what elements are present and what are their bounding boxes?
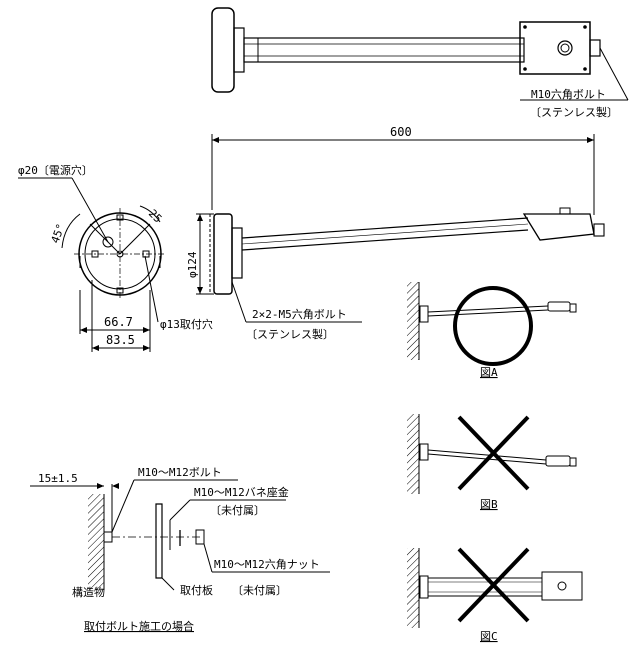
- nut-note: 〔未付属〕: [232, 584, 287, 597]
- dim-667-label: 66.7: [104, 315, 133, 329]
- bolt-top-note: 〔ステンレス製〕: [530, 105, 618, 119]
- plate-label: 取付板: [180, 583, 213, 597]
- bolt-m5-label: 2×2-M5六角ボルト: [252, 308, 347, 321]
- figure-a: [407, 282, 577, 366]
- bolt-m5-note: 〔ステンレス製〕: [246, 327, 334, 341]
- front-view: [18, 177, 166, 352]
- dia-124-label: φ124: [186, 251, 199, 278]
- ok-circle-mark: [453, 286, 533, 366]
- length-label: 600: [390, 125, 412, 139]
- bolt-top-label: M10六角ボルト: [531, 88, 606, 101]
- length-dimension: [211, 134, 595, 215]
- fig-b-label: 図B: [480, 498, 498, 511]
- power-hole-label: φ20〔電源穴〕: [18, 163, 93, 177]
- side-view: [196, 207, 605, 295]
- washer-label: M10～M12バネ座金: [194, 485, 289, 499]
- top-view: [211, 7, 629, 101]
- nut-label: M10～M12六角ナット: [214, 558, 320, 571]
- angle-45-label: 45°: [49, 222, 68, 245]
- figure-b: [407, 414, 577, 494]
- section-title: 取付ボルト施工の場合: [84, 619, 194, 633]
- gap-label: 15±1.5: [38, 472, 78, 485]
- dim-835-label: 83.5: [106, 333, 135, 347]
- fig-c-label: 図C: [480, 630, 498, 643]
- figure-c: [407, 547, 583, 628]
- bolt-m12-label: M10～M12ボルト: [138, 466, 222, 479]
- bolt-detail: [30, 479, 330, 591]
- structure-label: 構造物: [72, 585, 105, 599]
- hole-13-label: φ13取付穴: [160, 317, 213, 331]
- fig-a-label: 図A: [480, 366, 498, 379]
- washer-note: 〔未付属〕: [210, 504, 265, 517]
